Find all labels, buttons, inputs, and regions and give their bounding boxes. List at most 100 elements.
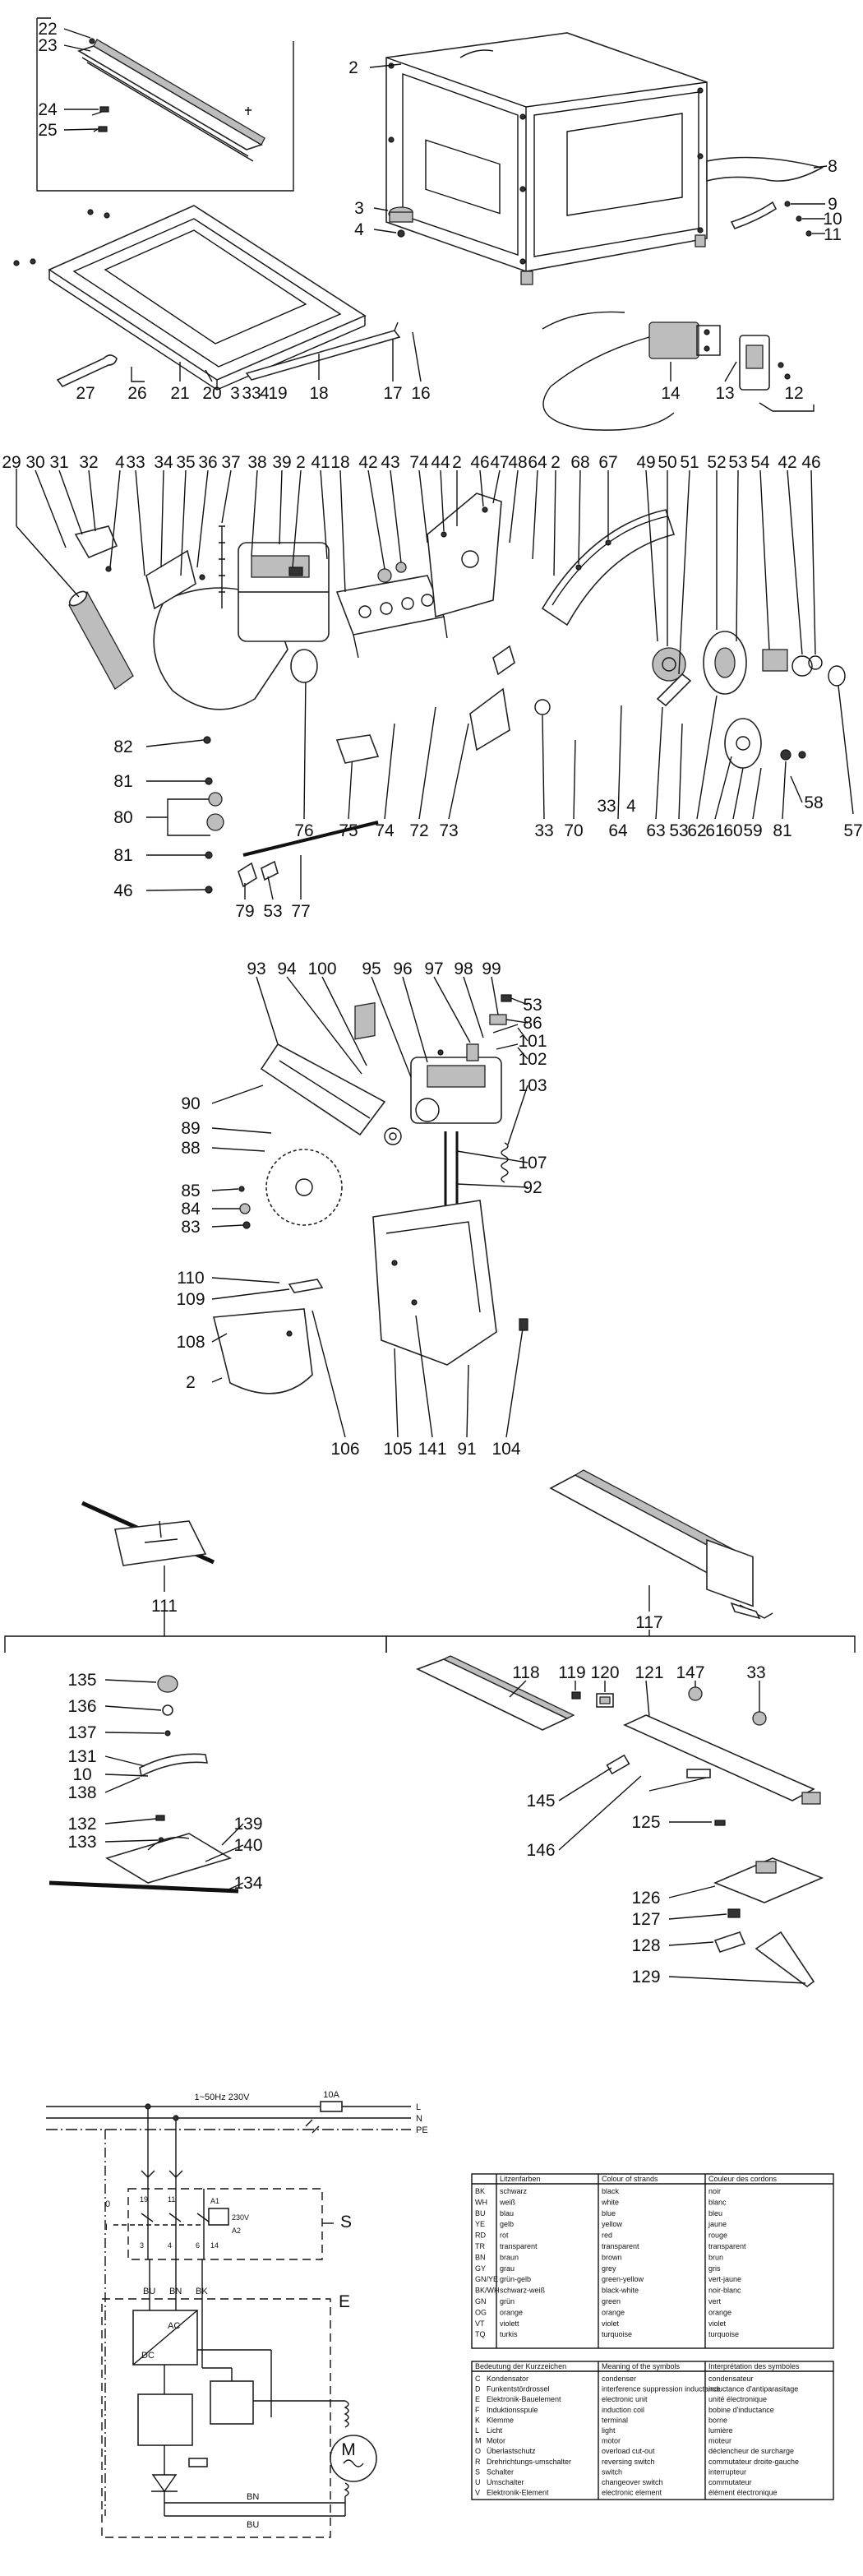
part-callout: 8 bbox=[828, 157, 838, 176]
part-callout: 14 bbox=[661, 384, 681, 403]
colors-table-cell: schwarz bbox=[500, 2187, 528, 2195]
part-callout: 129 bbox=[631, 1968, 660, 1986]
symbols-table-cell: Schalter bbox=[487, 2467, 514, 2476]
symbols-table-cell: Elektronik-Element bbox=[487, 2489, 549, 2497]
colors-table-cell: orange bbox=[500, 2308, 523, 2316]
part-callout: 9 bbox=[828, 195, 838, 214]
symbols-table-cell: interference suppression inductance bbox=[602, 2385, 721, 2393]
ac-label: AC bbox=[168, 2321, 180, 2331]
part-callout: 70 bbox=[564, 821, 583, 840]
fuse-label: 10A bbox=[323, 2090, 339, 2100]
supply-label: 1~50Hz 230V bbox=[195, 2093, 251, 2102]
switch-terminal: A1 bbox=[210, 2197, 219, 2205]
part-callout: 20 bbox=[202, 384, 221, 403]
part-callout: 72 bbox=[409, 821, 428, 840]
part-callout: 2 bbox=[452, 453, 462, 472]
symbols-table-cell: Umschalter bbox=[487, 2478, 524, 2486]
part-callout: 85 bbox=[181, 1182, 200, 1200]
part-callout: 91 bbox=[457, 1440, 476, 1459]
part-callout: 61 bbox=[705, 821, 724, 840]
part-callout: 60 bbox=[723, 821, 742, 840]
part-callout: 138 bbox=[67, 1783, 96, 1802]
part-callout: 79 bbox=[235, 902, 254, 921]
part-callout: 127 bbox=[631, 1910, 660, 1929]
colors-table-cell: YE bbox=[475, 2220, 485, 2228]
switch-position-label: 0 bbox=[105, 2199, 110, 2209]
colors-table-cell: turquoise bbox=[708, 2330, 739, 2338]
colors-table-cell: BK bbox=[475, 2187, 485, 2195]
part-callout: 74 bbox=[375, 821, 395, 840]
part-callout: 2 bbox=[348, 58, 358, 77]
part-callout: 41 bbox=[311, 453, 330, 472]
part-callout: 10 bbox=[72, 1765, 91, 1784]
part-callout: 111 bbox=[151, 1597, 178, 1616]
colors-table-cell: BK/WH bbox=[475, 2287, 500, 2295]
part-callout: 43 bbox=[381, 453, 399, 472]
part-callout: 17 bbox=[383, 384, 402, 403]
symbols-table-cell: Elektronik-Bauelement bbox=[487, 2395, 561, 2403]
part-callout: 33 bbox=[597, 797, 616, 816]
symbols-table-cell: déclencheur de surcharge bbox=[708, 2447, 794, 2455]
part-callout: 3 bbox=[230, 384, 240, 403]
switch-terminal: 11 bbox=[168, 2195, 175, 2204]
part-callout: 126 bbox=[631, 1889, 660, 1908]
part-callout: 120 bbox=[590, 1663, 619, 1682]
part-callout: 135 bbox=[67, 1671, 96, 1690]
part-callout: 139 bbox=[233, 1815, 262, 1834]
colors-table-cell: green bbox=[602, 2297, 621, 2305]
symbols-table-cell: borne bbox=[708, 2416, 727, 2424]
cabinet-frame bbox=[369, 32, 828, 285]
part-callout: 46 bbox=[470, 453, 489, 472]
colors-table-cell: rouge bbox=[708, 2231, 727, 2240]
symbols-table-cell: condenser bbox=[602, 2375, 636, 2383]
colors-table-cell: GY bbox=[475, 2264, 486, 2273]
part-callout: 134 bbox=[233, 1874, 262, 1893]
symbols-table-frame bbox=[471, 2361, 834, 2500]
symbols-table-cell: Kondensator bbox=[487, 2375, 528, 2383]
part-callout: 27 bbox=[76, 384, 95, 403]
wire-label: BK bbox=[196, 2287, 208, 2296]
colors-table-cell: orange bbox=[602, 2308, 625, 2316]
dc-label: DC bbox=[141, 2351, 155, 2361]
switch-terminal: 19 bbox=[140, 2195, 148, 2204]
part-callout: 53 bbox=[523, 996, 542, 1015]
symbols-table-code: U bbox=[475, 2478, 481, 2486]
colors-table-cell: yellow bbox=[602, 2220, 623, 2228]
symbols-table-cell: commutateur bbox=[708, 2478, 752, 2486]
symbols-table-header: Meaning of the symbols bbox=[602, 2362, 681, 2370]
part-callout: 108 bbox=[176, 1333, 205, 1352]
rip-fence bbox=[385, 1469, 856, 1987]
part-callout: 86 bbox=[523, 1014, 542, 1033]
saw-carriage bbox=[16, 469, 854, 900]
switch-voltage: 230V bbox=[232, 2213, 249, 2222]
symbols-table-cell: Funkentstördrossel bbox=[487, 2385, 550, 2393]
symbols-table-cell: moteur bbox=[708, 2437, 731, 2445]
part-callout: 19 bbox=[268, 384, 287, 403]
symbols-table-cell: Induktionsspule bbox=[487, 2406, 538, 2414]
part-callout: 42 bbox=[358, 453, 377, 472]
part-callout: 26 bbox=[127, 384, 146, 403]
part-callout: 50 bbox=[658, 453, 676, 472]
colors-table-cell: gris bbox=[708, 2264, 721, 2273]
part-callout: 99 bbox=[482, 960, 501, 978]
part-callout: 29 bbox=[2, 453, 21, 472]
wiring-schematic bbox=[46, 2101, 411, 2538]
part-callout: 63 bbox=[646, 821, 665, 840]
blade-guard-assembly bbox=[211, 976, 528, 1438]
colors-table-cell: blanc bbox=[708, 2198, 727, 2206]
symbols-table-code: R bbox=[475, 2458, 481, 2466]
part-callout: 42 bbox=[778, 453, 796, 472]
part-callout: 77 bbox=[291, 902, 310, 921]
line-label: N bbox=[416, 2114, 422, 2124]
part-callout: 131 bbox=[67, 1747, 96, 1766]
symbols-table-cell: switch bbox=[602, 2467, 622, 2476]
symbols-table-cell: bobine d'inductance bbox=[708, 2406, 774, 2414]
part-callout: 16 bbox=[411, 384, 430, 403]
part-callout: 121 bbox=[635, 1663, 663, 1682]
switch-terminal: 4 bbox=[168, 2241, 172, 2250]
symbols-table-cell: Licht bbox=[487, 2426, 503, 2435]
colors-table-cell: orange bbox=[708, 2308, 731, 2316]
part-callout: 84 bbox=[181, 1200, 201, 1219]
part-callout: 11 bbox=[824, 225, 842, 244]
